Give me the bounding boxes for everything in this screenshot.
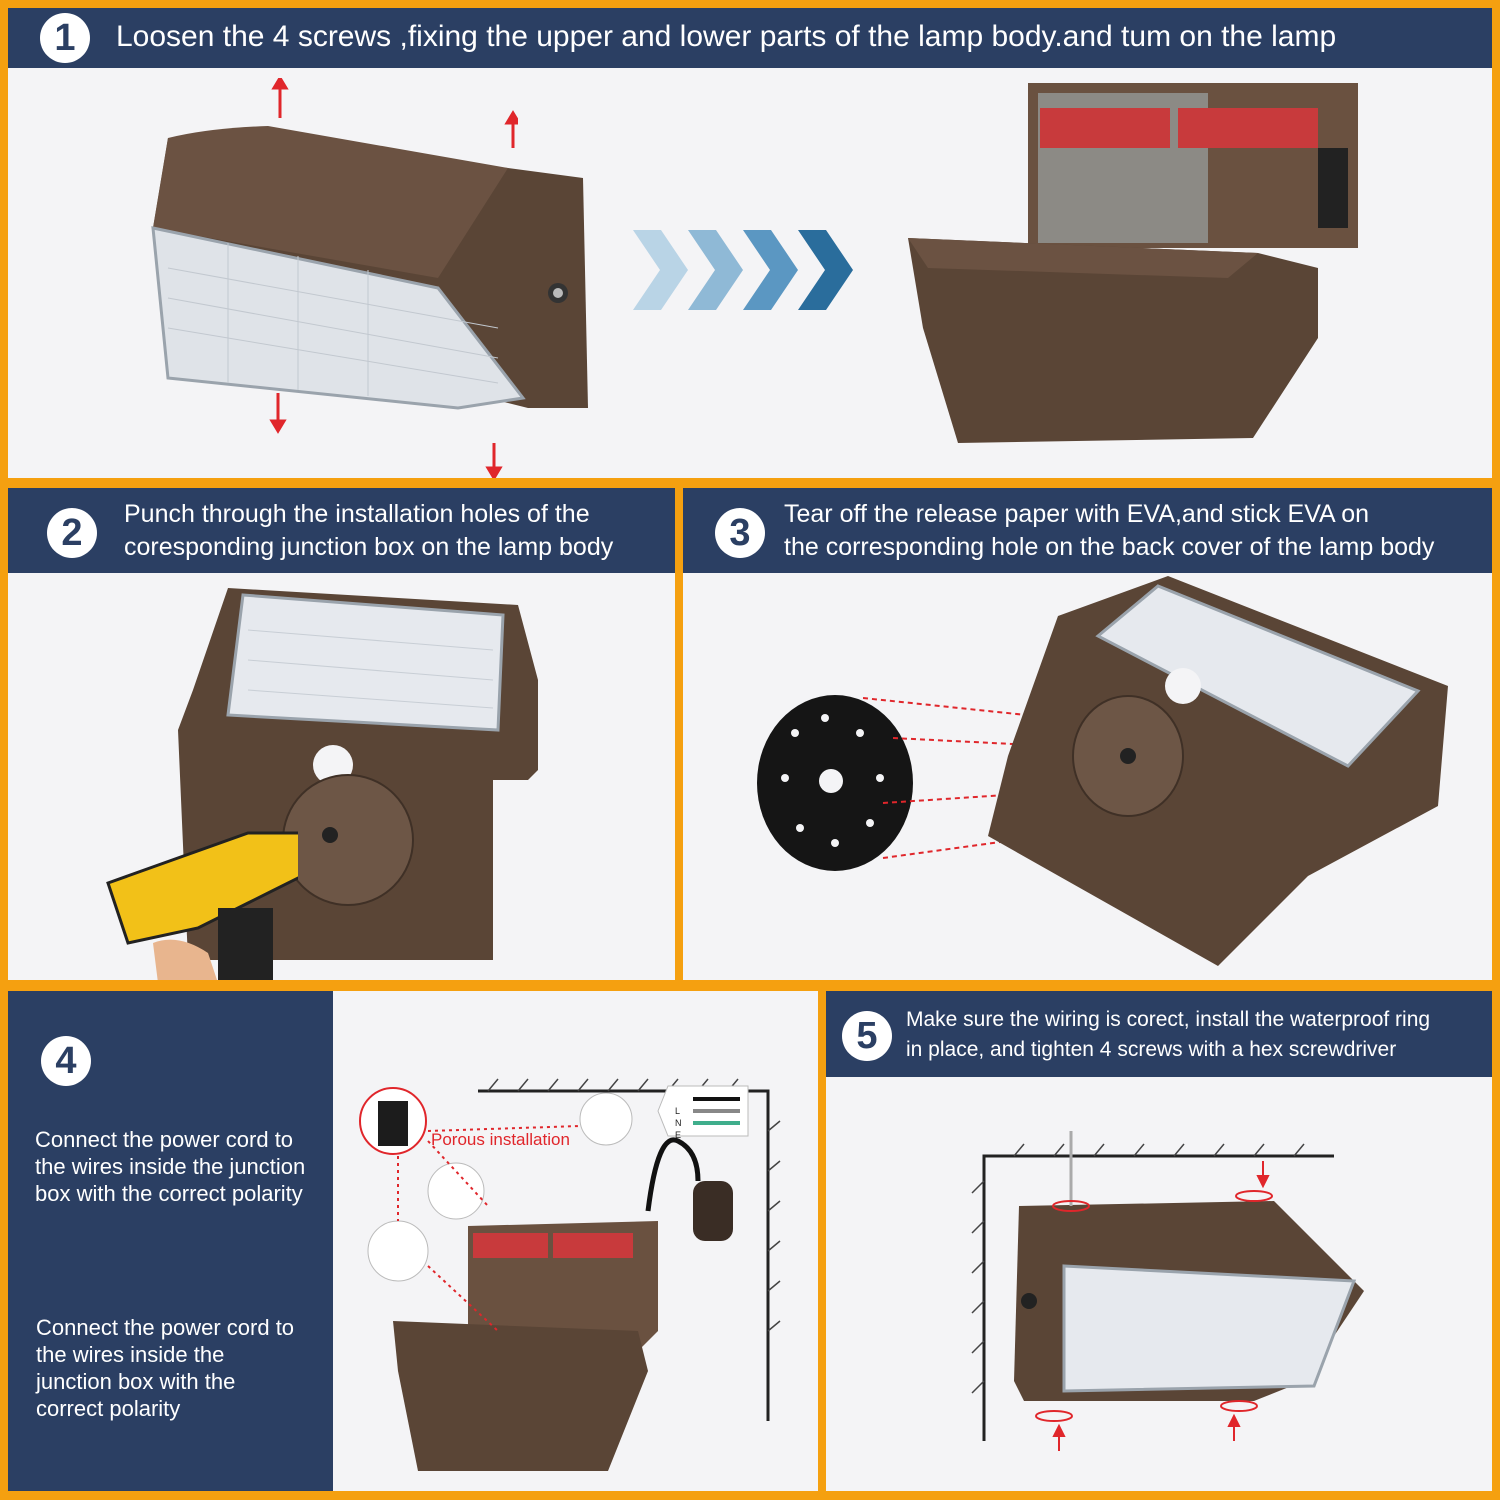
step2-panel: 2 Punch through the installation holes o…: [8, 488, 675, 980]
step2-header: 2 Punch through the installation holes o…: [8, 488, 675, 573]
wire-label-l: L: [675, 1106, 681, 1116]
step4-panel: 4 Connect the power cord to the wires in…: [8, 991, 818, 1491]
eva-gasket: [757, 695, 913, 871]
step4-text2: Connect the power cord to the wires insi…: [36, 1315, 295, 1421]
step4-number: 4: [41, 1036, 91, 1086]
step1-header: 1 Loosen the 4 screws ,fixing the upper …: [8, 8, 1492, 68]
wiring-diagram: [359, 1078, 781, 1471]
mounted-lamp-illustration: [971, 1131, 1364, 1451]
step5-line1: Make sure the wiring is corect, install …: [906, 1008, 1431, 1031]
lamp-back-cover-illustration: [988, 576, 1448, 966]
step3-panel: 3 Tear off the release paper with EVA,an…: [683, 488, 1492, 980]
step3-line1: Tear off the release paper with EVA,and …: [784, 500, 1370, 528]
step5-header: 5 Make sure the wiring is corect, instal…: [826, 991, 1492, 1077]
step5-panel: 5 Make sure the wiring is corect, instal…: [826, 991, 1492, 1491]
step5-line2: in place, and tighten 4 screws with a he…: [906, 1038, 1397, 1061]
step3-line2: the corresponding hole on the back cover…: [784, 533, 1435, 561]
porous-installation-callout: Porous installation: [431, 1130, 570, 1149]
closed-lamp-illustration: [151, 126, 588, 410]
step2-number: 2: [47, 508, 97, 558]
wire-label-e: E: [675, 1130, 682, 1140]
step5-number: 5: [842, 1011, 892, 1061]
step1-title: Loosen the 4 screws ,fixing the upper an…: [116, 20, 1337, 53]
step1-number: 1: [40, 13, 90, 63]
wire-label-n: N: [675, 1118, 682, 1128]
direction-chevrons: [633, 230, 853, 310]
step3-header: 3 Tear off the release paper with EVA,an…: [683, 488, 1492, 573]
drill-illustration: [106, 831, 298, 980]
step1-panel: 1 Loosen the 4 screws ,fixing the upper …: [8, 8, 1492, 478]
step4-text1: Connect the power cord to the wires insi…: [35, 1127, 306, 1206]
step2-line2: coresponding junction box on the lamp bo…: [124, 533, 614, 561]
step4-sidebar: 4 Connect the power cord to the wires in…: [8, 991, 333, 1491]
step2-line1: Punch through the installation holes of …: [124, 500, 590, 528]
step3-number: 3: [715, 508, 765, 558]
screw-arrows: [269, 78, 518, 478]
opened-lamp-illustration: [908, 83, 1358, 443]
